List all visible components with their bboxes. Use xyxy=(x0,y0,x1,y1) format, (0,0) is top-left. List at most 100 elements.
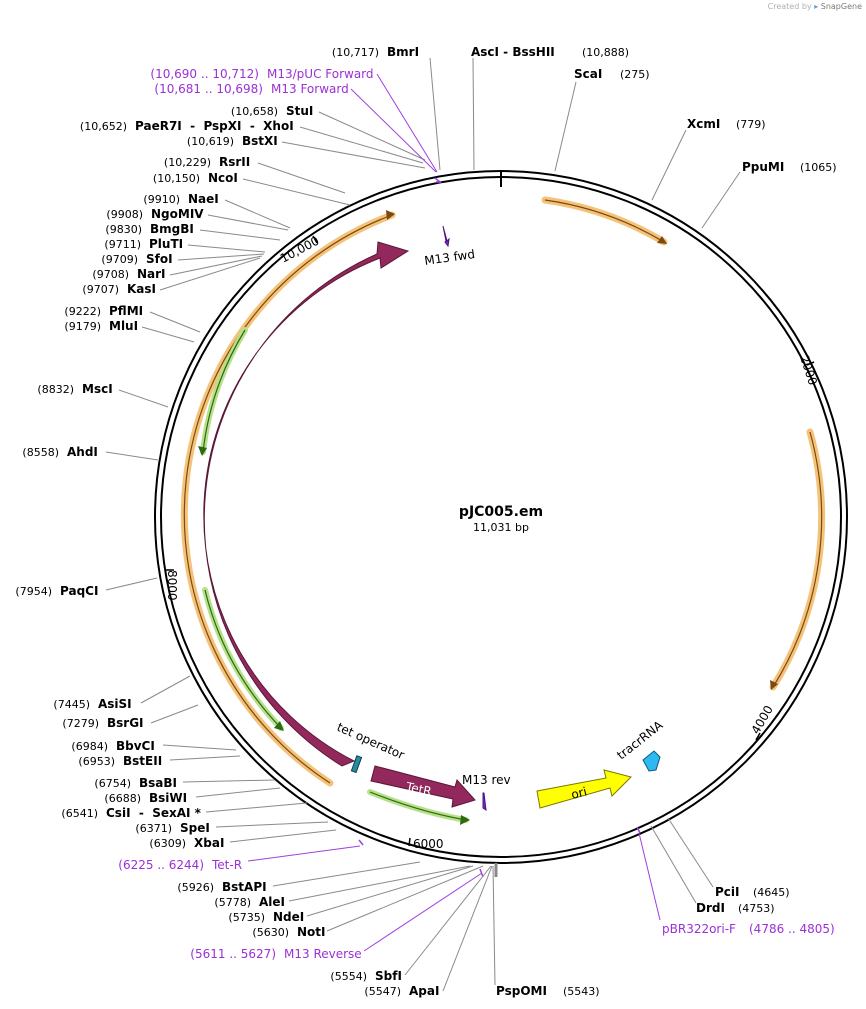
enzyme-name[interactable]: KasI xyxy=(127,282,156,296)
primer-name[interactable]: M13 Reverse xyxy=(284,947,362,961)
leader-lines xyxy=(105,57,741,992)
primer-name[interactable]: Tet-R xyxy=(211,858,242,872)
enzyme-name[interactable]: PpuMI xyxy=(742,160,784,174)
enzyme-pos: (779) xyxy=(736,118,766,131)
enzyme-pos: (9707) xyxy=(82,283,119,296)
enzyme-name[interactable]: BsaBI xyxy=(139,776,177,790)
ori-label: ori xyxy=(570,784,589,801)
tick-6000 xyxy=(408,837,411,847)
enzyme-name[interactable]: NcoI xyxy=(208,171,238,185)
enzyme-name[interactable]: BstEII xyxy=(123,754,162,768)
enzyme-name[interactable]: PaeR7I - PspXI - XhoI xyxy=(135,119,294,133)
enzyme-name[interactable]: SbfI xyxy=(375,969,402,983)
enzyme-name[interactable]: DrdI xyxy=(696,901,725,915)
enzyme-labels: (10,717) BmrI AscI - BssHII (10,888) Sca… xyxy=(15,45,836,998)
enzyme-name[interactable]: NaeI xyxy=(188,192,219,206)
enzyme-pos: (7279) xyxy=(62,717,99,730)
enzyme-pos: (9708) xyxy=(92,268,129,281)
tick-label-10000: 10,000 xyxy=(278,234,322,266)
enzyme-name[interactable]: PspOMI xyxy=(496,984,547,998)
ascpf1-feature[interactable] xyxy=(203,241,410,767)
enzyme-pos: (5630) xyxy=(252,926,289,939)
enzyme-pos: (6541) xyxy=(61,807,98,820)
enzyme-pos: (5778) xyxy=(214,896,251,909)
enzyme-pos: (10,717) xyxy=(332,46,379,59)
enzyme-name[interactable]: NotI xyxy=(297,925,326,939)
enzyme-name[interactable]: XcmI xyxy=(687,117,720,131)
enzyme-name[interactable]: BmgBI xyxy=(150,222,194,236)
m13-fwd-feature[interactable] xyxy=(442,225,450,248)
enzyme-name[interactable]: BsrGI xyxy=(107,716,144,730)
enzyme-name[interactable]: AscI - BssHII xyxy=(471,45,555,59)
watermark-brand: SnapGene xyxy=(820,2,862,11)
m13-rev-feature[interactable] xyxy=(482,792,487,812)
ori-feature[interactable] xyxy=(536,769,632,809)
primer-name[interactable]: M13 Forward xyxy=(271,82,349,96)
enzyme-name[interactable]: BbvCI xyxy=(116,739,155,753)
enzyme-pos: (7954) xyxy=(15,585,52,598)
enzyme-name[interactable]: SpeI xyxy=(180,821,210,835)
tet-operator-feature[interactable] xyxy=(350,755,363,774)
plasmid-size: 11,031 bp xyxy=(473,521,529,534)
enzyme-pos: (5926) xyxy=(177,881,214,894)
tick-label-8000: 8000 xyxy=(165,570,179,601)
enzyme-pos: (7445) xyxy=(53,698,90,711)
tick-10000 xyxy=(312,235,318,244)
primer-name[interactable]: pBR322ori-F xyxy=(662,922,736,936)
orange-track-top-right[interactable] xyxy=(541,196,668,246)
enzyme-pos: (9709) xyxy=(101,253,138,266)
green-track-group xyxy=(198,327,470,825)
enzyme-name[interactable]: AleI xyxy=(259,895,285,909)
enzyme-name[interactable]: AsiSI xyxy=(98,697,132,711)
tracrrna-feature[interactable] xyxy=(642,750,661,772)
enzyme-name[interactable]: PciI xyxy=(715,885,740,899)
m13-fwd-label: M13 fwd xyxy=(423,247,475,268)
enzyme-pos: (275) xyxy=(620,68,650,81)
enzyme-pos: (10,652) xyxy=(80,120,127,133)
enzyme-name[interactable]: MscI xyxy=(82,382,113,396)
enzyme-name[interactable]: NarI xyxy=(137,267,166,281)
enzyme-name[interactable]: BstXI xyxy=(242,134,278,148)
enzyme-name[interactable]: RsrII xyxy=(219,155,250,169)
enzyme-pos: (9222) xyxy=(64,305,101,318)
enzyme-name[interactable]: PaqCI xyxy=(60,584,98,598)
enzyme-name[interactable]: PluTI xyxy=(149,237,183,251)
enzyme-name[interactable]: MluI xyxy=(109,319,138,333)
enzyme-pos: (9908) xyxy=(106,208,143,221)
enzyme-name[interactable]: NdeI xyxy=(273,910,304,924)
enzyme-name[interactable]: ScaI xyxy=(574,67,602,81)
enzyme-pos: (5735) xyxy=(228,911,265,924)
primer-name[interactable]: M13/pUC Forward xyxy=(267,67,374,81)
enzyme-name[interactable]: NgoMIV xyxy=(151,207,204,221)
enzyme-pos: (6754) xyxy=(94,777,131,790)
plasmid-name: pJC005.em xyxy=(459,504,543,520)
enzyme-pos: (8832) xyxy=(37,383,74,396)
enzyme-pos: (8558) xyxy=(22,446,59,459)
enzyme-name[interactable]: BmrI xyxy=(387,45,419,59)
enzyme-name[interactable]: PflMI xyxy=(109,304,143,318)
enzyme-name[interactable]: SfoI xyxy=(146,252,173,266)
enzyme-name[interactable]: XbaI xyxy=(194,836,224,850)
enzyme-name[interactable]: StuI xyxy=(286,104,313,118)
enzyme-pos: (4645) xyxy=(753,886,790,899)
enzyme-name[interactable]: BstAPI xyxy=(222,880,267,894)
primer-labels: (10,690 .. 10,712) M13/pUC Forward (10,6… xyxy=(118,67,834,961)
tetr-feature[interactable] xyxy=(370,765,476,808)
orange-track-group xyxy=(180,196,826,787)
enzyme-pos: (5547) xyxy=(364,985,401,998)
enzyme-pos: (1065) xyxy=(800,161,837,174)
primer-range: (6225 .. 6244) xyxy=(118,858,204,872)
ascpf1-label: AsCpf1 xyxy=(212,473,227,516)
enzyme-name[interactable]: ApaI xyxy=(409,984,439,998)
watermark: Created by ▸ SnapGene xyxy=(768,2,862,11)
enzyme-name[interactable]: AhdI xyxy=(67,445,98,459)
enzyme-name[interactable]: BsiWI xyxy=(149,791,187,805)
snapgene-logo-icon: ▸ xyxy=(814,2,819,11)
enzyme-pos: (5543) xyxy=(563,985,600,998)
tick-4000 xyxy=(755,732,761,741)
enzyme-name[interactable]: CsiI - SexAI * xyxy=(106,806,202,820)
enzyme-pos: (9910) xyxy=(143,193,180,206)
enzyme-pos: (5554) xyxy=(330,970,367,983)
primer-range: (4786 .. 4805) xyxy=(749,922,835,936)
tick-label-2000: 2000 xyxy=(797,354,820,387)
